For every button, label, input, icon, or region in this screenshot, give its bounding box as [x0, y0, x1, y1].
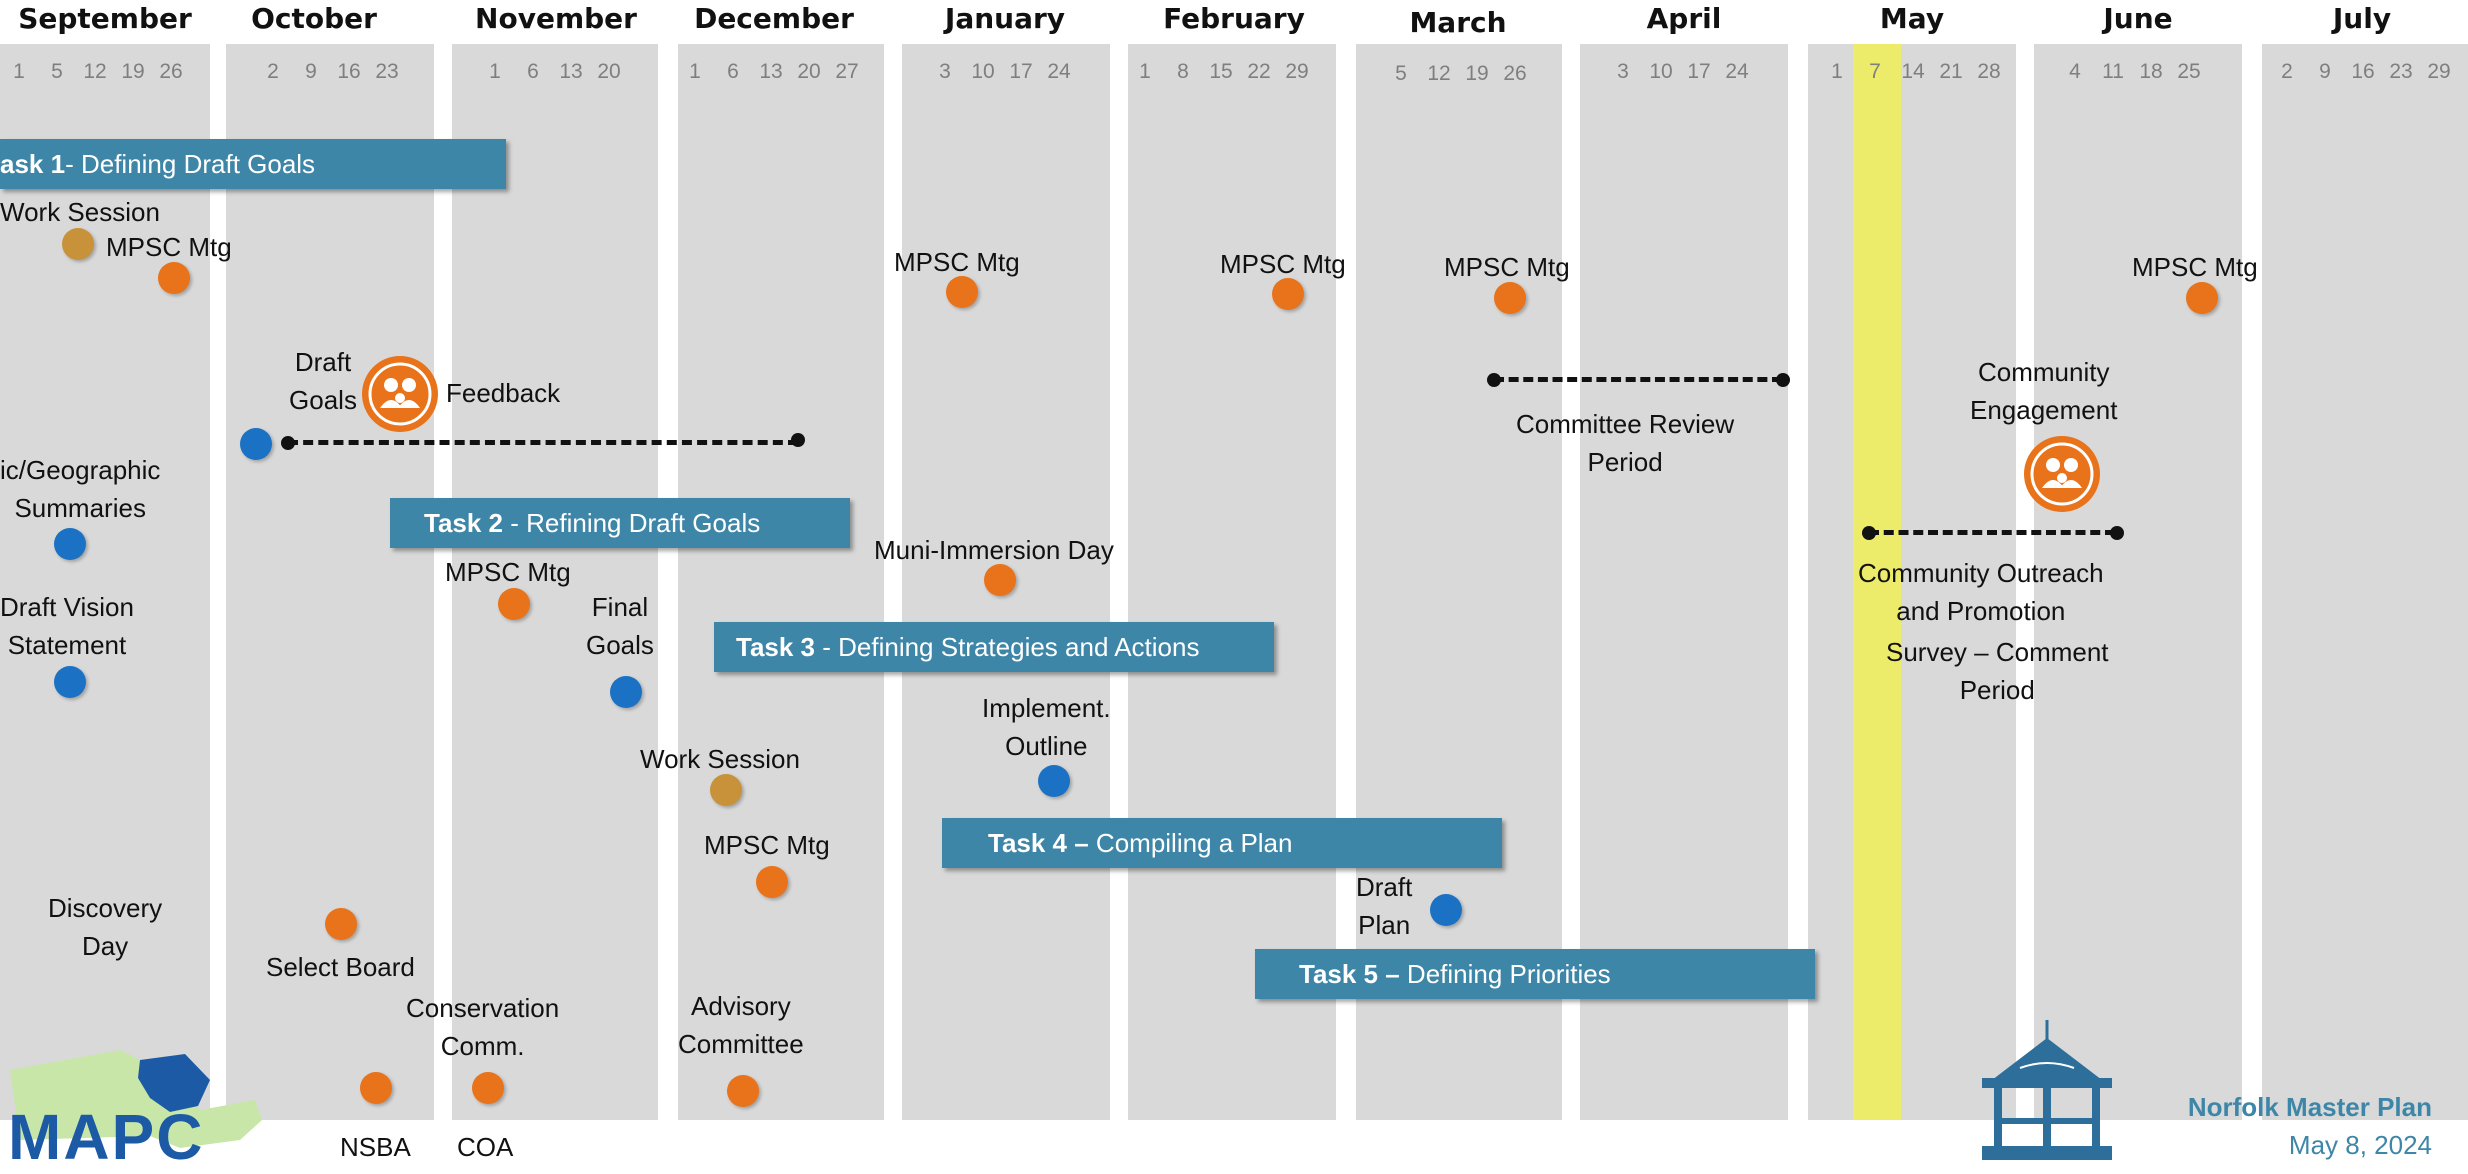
month-name: January: [944, 2, 1066, 35]
gazebo-icon: [1972, 1018, 2122, 1166]
month-column-june: [2034, 44, 2242, 1120]
mpsc-mtg-label: MPSC Mtg: [1220, 249, 1346, 279]
select-board-label: Select Board: [266, 952, 415, 982]
mpsc-mtg-marker: [158, 262, 190, 294]
massachusetts-map-icon: [10, 1050, 262, 1148]
draft-plan-label: Draft Plan: [1356, 872, 1413, 940]
mpsc-mtg-label: MPSC Mtg: [894, 247, 1020, 277]
month-name: September: [18, 2, 192, 35]
outreach-end-point: [2110, 526, 2124, 540]
final-goals-marker: [610, 676, 642, 708]
nsba-label: NSBA: [340, 1132, 411, 1162]
month-name: December: [694, 2, 854, 35]
mpsc-mtg-marker: [498, 588, 530, 620]
mpsc-mtg-label: MPSC Mtg: [704, 830, 830, 860]
mpsc-mtg-label: MPSC Mtg: [2132, 252, 2258, 282]
committee-review-label: Committee Review Period: [1516, 409, 1735, 477]
month-column-march: [1356, 44, 1562, 1120]
survey-comment-label: Survey – Comment Period: [1886, 637, 2109, 705]
month-column-october: [226, 44, 434, 1120]
muni-immersion-marker: [984, 564, 1016, 596]
task-1-bar: ask 1- Defining Draft Goals: [0, 139, 506, 189]
coa-marker: [472, 1072, 504, 1104]
task-2-bar: Task 2 - Refining Draft Goals: [390, 498, 850, 548]
committee-review-period-line: [1494, 377, 1782, 382]
month-column-may: [1808, 44, 2016, 1120]
draft-goals-label: Draft Goals: [289, 347, 357, 415]
project-title: Norfolk Master Plan: [2187, 1092, 2432, 1122]
conservation-comm-label: Conservation Comm.: [406, 993, 560, 1061]
month-name: March: [1409, 6, 1507, 39]
geo-summaries-label: ic/Geographic Summaries: [0, 455, 161, 523]
advisory-committee-label: Advisory Committee: [678, 991, 804, 1059]
mpsc-mtg-marker: [946, 276, 978, 308]
month-column-february: [1128, 44, 1336, 1120]
month-name: July: [2332, 2, 2392, 35]
month-column-september: [0, 44, 210, 1120]
month-column-december: [678, 44, 884, 1120]
community-engagement-label: Community Engagement: [1970, 357, 2118, 425]
mpsc-mtg-label: MPSC Mtg: [106, 232, 232, 262]
geo-summaries-marker: [54, 528, 86, 560]
final-goals-label: Final Goals: [586, 592, 654, 660]
feedback-period-line: [288, 440, 798, 445]
month-name: November: [475, 2, 637, 35]
community-engagement-icon: [2024, 436, 2100, 512]
muni-immersion-label: Muni-Immersion Day: [874, 535, 1114, 565]
mpsc-mtg-label: MPSC Mtg: [445, 557, 571, 587]
implement-outline-marker: [1038, 765, 1070, 797]
month-column-july: [2262, 44, 2468, 1120]
mpsc-mtg-marker: [2186, 282, 2218, 314]
work-session-marker: [62, 228, 94, 260]
month-column-april: [1580, 44, 1788, 1120]
draft-vision-marker: [54, 666, 86, 698]
month-column-november: [452, 44, 658, 1120]
coa-label: COA: [457, 1132, 514, 1162]
discovery-day-label: Discovery Day: [48, 893, 163, 961]
task-3-bar: Task 3 - Defining Strategies and Actions: [714, 622, 1274, 672]
mpsc-mtg-marker: [756, 866, 788, 898]
nsba-marker: [360, 1072, 392, 1104]
mapc-logo: MAPC: [0, 1040, 270, 1173]
feedback-label: Feedback: [446, 378, 561, 408]
mpsc-mtg-marker: [1272, 278, 1304, 310]
community-outreach-label: Community Outreach and Promotion: [1858, 558, 2104, 626]
outreach-period-line: [1869, 530, 2115, 535]
current-week-highlight: [1853, 44, 1901, 1120]
month-name: May: [1879, 2, 1945, 35]
task-4-bar: Task 4 – Compiling a Plan: [942, 818, 1502, 868]
community-people-icon: [362, 356, 438, 432]
mpsc-mtg-marker: [1494, 282, 1526, 314]
advisory-committee-marker: [727, 1075, 759, 1107]
committee-review-end-point: [1776, 373, 1790, 387]
draft-goals-marker: [240, 428, 272, 460]
task-5-bar: Task 5 – Defining Priorities: [1255, 949, 1815, 999]
month-name: October: [251, 2, 377, 35]
mpsc-mtg-label: MPSC Mtg: [1444, 252, 1570, 282]
month-name: February: [1163, 2, 1305, 35]
draft-plan-marker: [1430, 894, 1462, 926]
month-name: June: [2103, 2, 2173, 35]
select-board-marker: [325, 908, 357, 940]
implement-outline-label: Implement. Outline: [982, 693, 1111, 761]
work-session-marker: [710, 774, 742, 806]
work-session-label: Work Session: [0, 197, 160, 227]
month-name: April: [1646, 2, 1722, 35]
work-session-label: Work Session: [640, 744, 800, 774]
presentation-date: May 8, 2024: [2288, 1130, 2432, 1160]
feedback-end-point: [791, 433, 805, 447]
draft-vision-label: Draft Vision Statement: [0, 592, 134, 660]
mapc-logo-text: MAPC: [8, 1101, 205, 1173]
